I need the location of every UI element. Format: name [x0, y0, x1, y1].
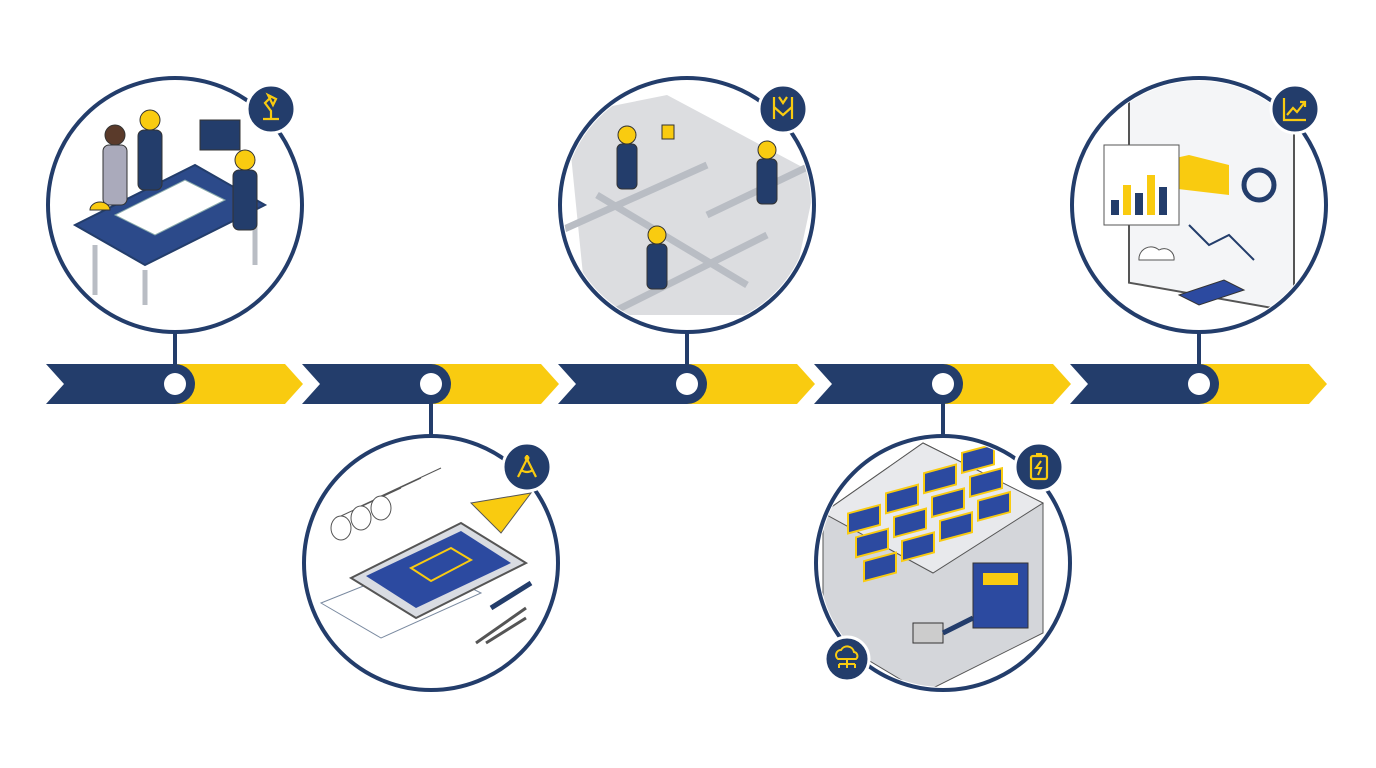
solar-panel	[885, 483, 919, 515]
blueprint-sheet	[113, 179, 227, 236]
timeline-node	[164, 373, 186, 395]
bar	[1123, 185, 1131, 215]
monitoring-dashboard-illustration	[1103, 81, 1295, 313]
hard-hat	[89, 201, 111, 211]
cable	[941, 615, 975, 636]
planning-meeting-illustration	[72, 109, 268, 305]
worker-head	[617, 125, 637, 145]
person-head	[104, 124, 126, 146]
rolled-plan	[330, 515, 352, 541]
design-blueprint-illustration	[319, 467, 533, 645]
timeline-node	[676, 373, 698, 395]
solar-panel	[931, 487, 965, 519]
step-solar-panel-inverter	[814, 434, 1072, 692]
drill	[661, 124, 675, 140]
rail	[595, 191, 749, 289]
step-planning-meeting	[46, 76, 304, 334]
timeline-segment-navy	[1070, 364, 1219, 404]
tablet	[1177, 279, 1246, 306]
worker-head	[757, 140, 777, 160]
cloud	[1138, 246, 1175, 261]
rolled-plan	[370, 495, 392, 521]
timeline-bar	[46, 332, 1327, 436]
timeline-node	[420, 373, 442, 395]
solar-panel	[901, 531, 935, 563]
bar	[1147, 175, 1155, 215]
solar-panel	[847, 503, 881, 535]
rail	[605, 231, 769, 319]
worker-body	[756, 158, 778, 205]
solar-panel	[969, 466, 1003, 499]
step-design-blueprint	[302, 434, 560, 692]
solar-panel	[961, 443, 995, 475]
timeline-segment-navy	[814, 364, 963, 404]
timeline-node	[1188, 373, 1210, 395]
solar-panel	[893, 507, 927, 539]
line-chart	[1188, 224, 1255, 261]
bar	[1159, 187, 1167, 215]
solar-panel-inverter-illustration	[822, 442, 1045, 687]
bar	[1135, 193, 1143, 215]
rolled-plan	[350, 505, 372, 531]
inverter	[972, 562, 1029, 629]
drafting-compass-icon	[501, 441, 553, 493]
junction-box	[912, 622, 944, 644]
inverter-display	[983, 573, 1018, 585]
building-plan	[408, 546, 474, 583]
safety-harness-icon	[757, 83, 809, 135]
step-monitoring-dashboard	[1070, 76, 1328, 334]
cloud-network-icon	[823, 635, 871, 683]
worker-body	[646, 243, 668, 290]
solar-panel	[855, 527, 889, 559]
desk-lamp-icon	[245, 83, 297, 135]
set-square	[469, 492, 533, 534]
laptop	[199, 119, 241, 151]
rail	[563, 161, 709, 234]
mounting-installation-illustration	[563, 95, 811, 319]
person-body	[137, 129, 163, 191]
person-body	[102, 144, 128, 206]
person-head	[234, 149, 256, 171]
solar-panel	[977, 490, 1011, 522]
trend-chart-icon	[1269, 83, 1321, 135]
timeline-segment-navy	[302, 364, 451, 404]
bar	[1111, 200, 1119, 215]
step-mounting-installation	[558, 76, 816, 334]
timeline-segment-navy	[46, 364, 195, 404]
timeline-node	[932, 373, 954, 395]
solar-panel	[923, 463, 957, 495]
worker-head	[647, 225, 667, 245]
person-body	[232, 169, 258, 231]
worker-body	[616, 143, 638, 190]
solar-panel	[863, 551, 897, 583]
pen	[489, 580, 533, 611]
compass	[475, 606, 527, 645]
timeline-segment-navy	[558, 364, 707, 404]
battery-charge-icon	[1013, 441, 1065, 493]
person-head	[139, 109, 161, 131]
gauge	[1241, 167, 1277, 203]
tablet-screen	[366, 531, 511, 608]
solar-panel	[939, 510, 973, 543]
